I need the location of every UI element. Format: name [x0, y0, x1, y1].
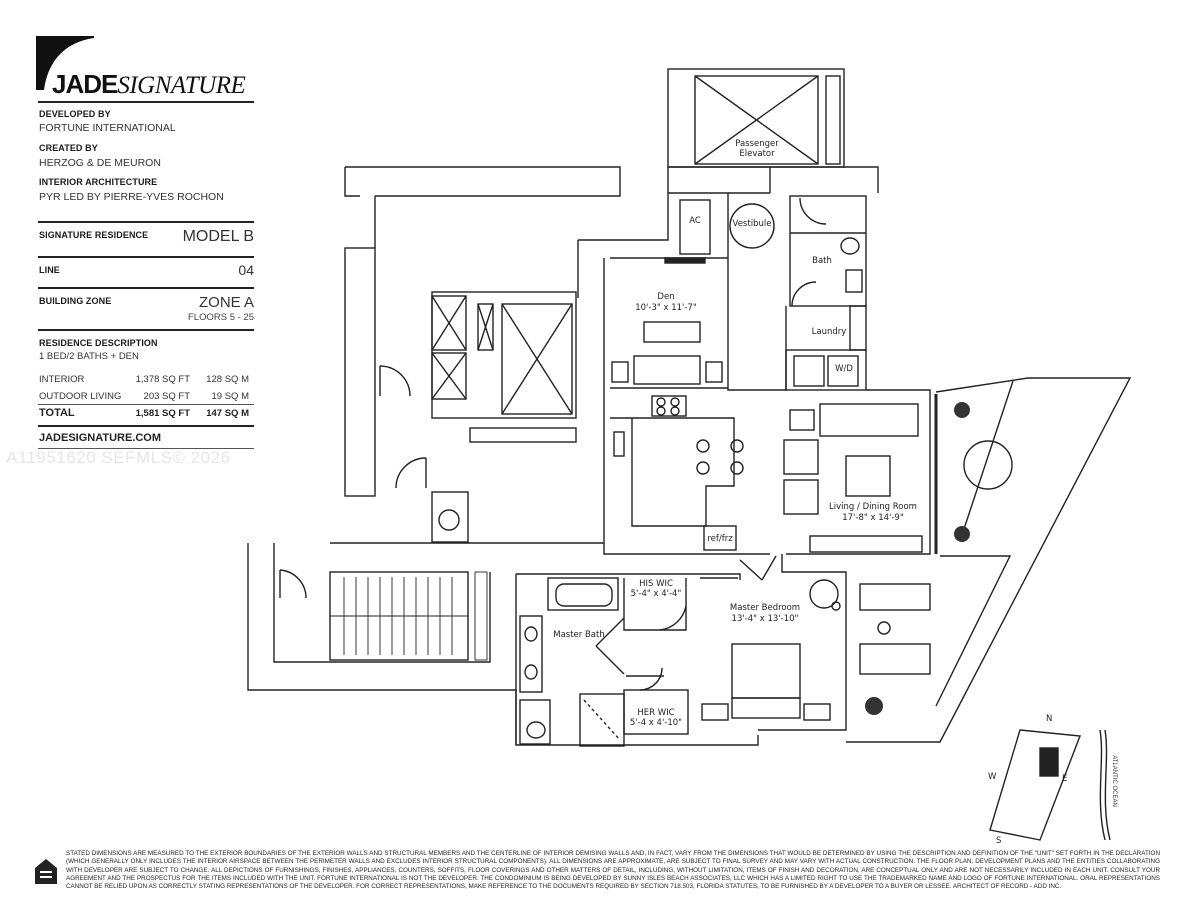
- logo-mark-icon: [36, 36, 94, 90]
- ac-label: AC: [689, 216, 701, 226]
- divider: [38, 221, 254, 223]
- credit-label: CREATED BY: [39, 143, 98, 153]
- brand-name-bold: JADE: [52, 69, 118, 99]
- refrigerator-label: ref/frz: [707, 534, 733, 544]
- compass-south: S: [996, 836, 1002, 846]
- area-row-sqft: 1,378 SQ FT: [135, 374, 190, 385]
- mls-watermark: A11951620 SEFMLS© 2026: [6, 448, 231, 467]
- floors-value: FLOORS 5 - 25: [188, 312, 254, 323]
- area-row-sqm: 19 SQ M: [211, 391, 250, 402]
- divider: [38, 256, 254, 258]
- ocean-label: ATLANTIC OCEAN: [1110, 755, 1117, 807]
- credit-value: HERZOG & DE MEURON: [39, 157, 161, 169]
- zone-label: BUILDING ZONE: [39, 296, 112, 306]
- brand-logo: JADESIGNATURE: [36, 36, 256, 99]
- divider: [38, 404, 254, 405]
- den-name: Den: [657, 292, 675, 302]
- description-label: RESIDENCE DESCRIPTION: [39, 338, 158, 348]
- divider: [38, 287, 254, 289]
- credit-label: DEVELOPED BY: [39, 109, 111, 119]
- master-bedroom-dimension: 13'-4" x 13'-10": [731, 614, 799, 624]
- living-room-name: Living / Dining Room: [829, 502, 917, 512]
- area-row-name: OUTDOOR LIVING: [39, 391, 122, 402]
- elevator-label: Passenger: [735, 139, 779, 149]
- residence-value: MODEL B: [182, 228, 254, 245]
- her-wic-dimension: 5'-4 x 4'-10": [629, 718, 683, 728]
- divider: [38, 448, 254, 449]
- website-link[interactable]: JADESIGNATURE.COM: [39, 432, 162, 444]
- total-sqft: 1,581 SQ FT: [135, 408, 190, 419]
- compass-west: W: [988, 772, 997, 782]
- divider: [38, 329, 254, 331]
- his-wic-name: HIS WIC: [639, 579, 673, 589]
- her-wic-name: HER WIC: [637, 708, 675, 718]
- laundry-label: Laundry: [811, 327, 847, 337]
- credit-label: INTERIOR ARCHITECTURE: [39, 177, 158, 187]
- line-value: 04: [238, 262, 254, 278]
- credit-value: FORTUNE INTERNATIONAL: [39, 122, 176, 134]
- divider: [38, 425, 254, 427]
- den-dimension: 10'-3" x 11'-7": [635, 303, 697, 313]
- brand-name-italic: SIGNATURE: [117, 72, 246, 99]
- living-room-dimension: 17'-8" x 14'-9": [842, 513, 904, 523]
- area-row-name: INTERIOR: [39, 374, 85, 385]
- compass-east: E: [1062, 774, 1068, 784]
- divider: [38, 101, 254, 103]
- bath-label: Bath: [812, 256, 832, 266]
- compass-north: N: [1046, 714, 1053, 724]
- equal-housing-icon: [35, 859, 57, 884]
- master-bath-label: Master Bath: [553, 630, 605, 640]
- residence-label: SIGNATURE RESIDENCE: [39, 230, 149, 240]
- area-row-sqft: 203 SQ FT: [143, 391, 190, 402]
- zone-value: ZONE A: [198, 294, 254, 311]
- wd-label: W/D: [835, 364, 853, 374]
- total-sqm: 147 SQ M: [206, 408, 249, 419]
- his-wic-dimension: 5'-4" x 4'-4": [630, 589, 682, 599]
- legal-disclaimer: Stated dimensions are measured to the ex…: [66, 850, 1160, 891]
- vestibule-label: Vestibule: [732, 219, 772, 229]
- area-row-sqm: 128 SQ M: [206, 374, 249, 385]
- total-name: TOTAL: [39, 407, 75, 419]
- line-label: LINE: [39, 265, 60, 275]
- description-value: 1 BED/2 BATHS + DEN: [39, 351, 139, 362]
- elevator-label: Elevator: [739, 149, 775, 159]
- credit-value: PYR LED BY PIERRE-YVES ROCHON: [39, 191, 224, 203]
- master-bedroom-name: Master Bedroom: [729, 603, 801, 613]
